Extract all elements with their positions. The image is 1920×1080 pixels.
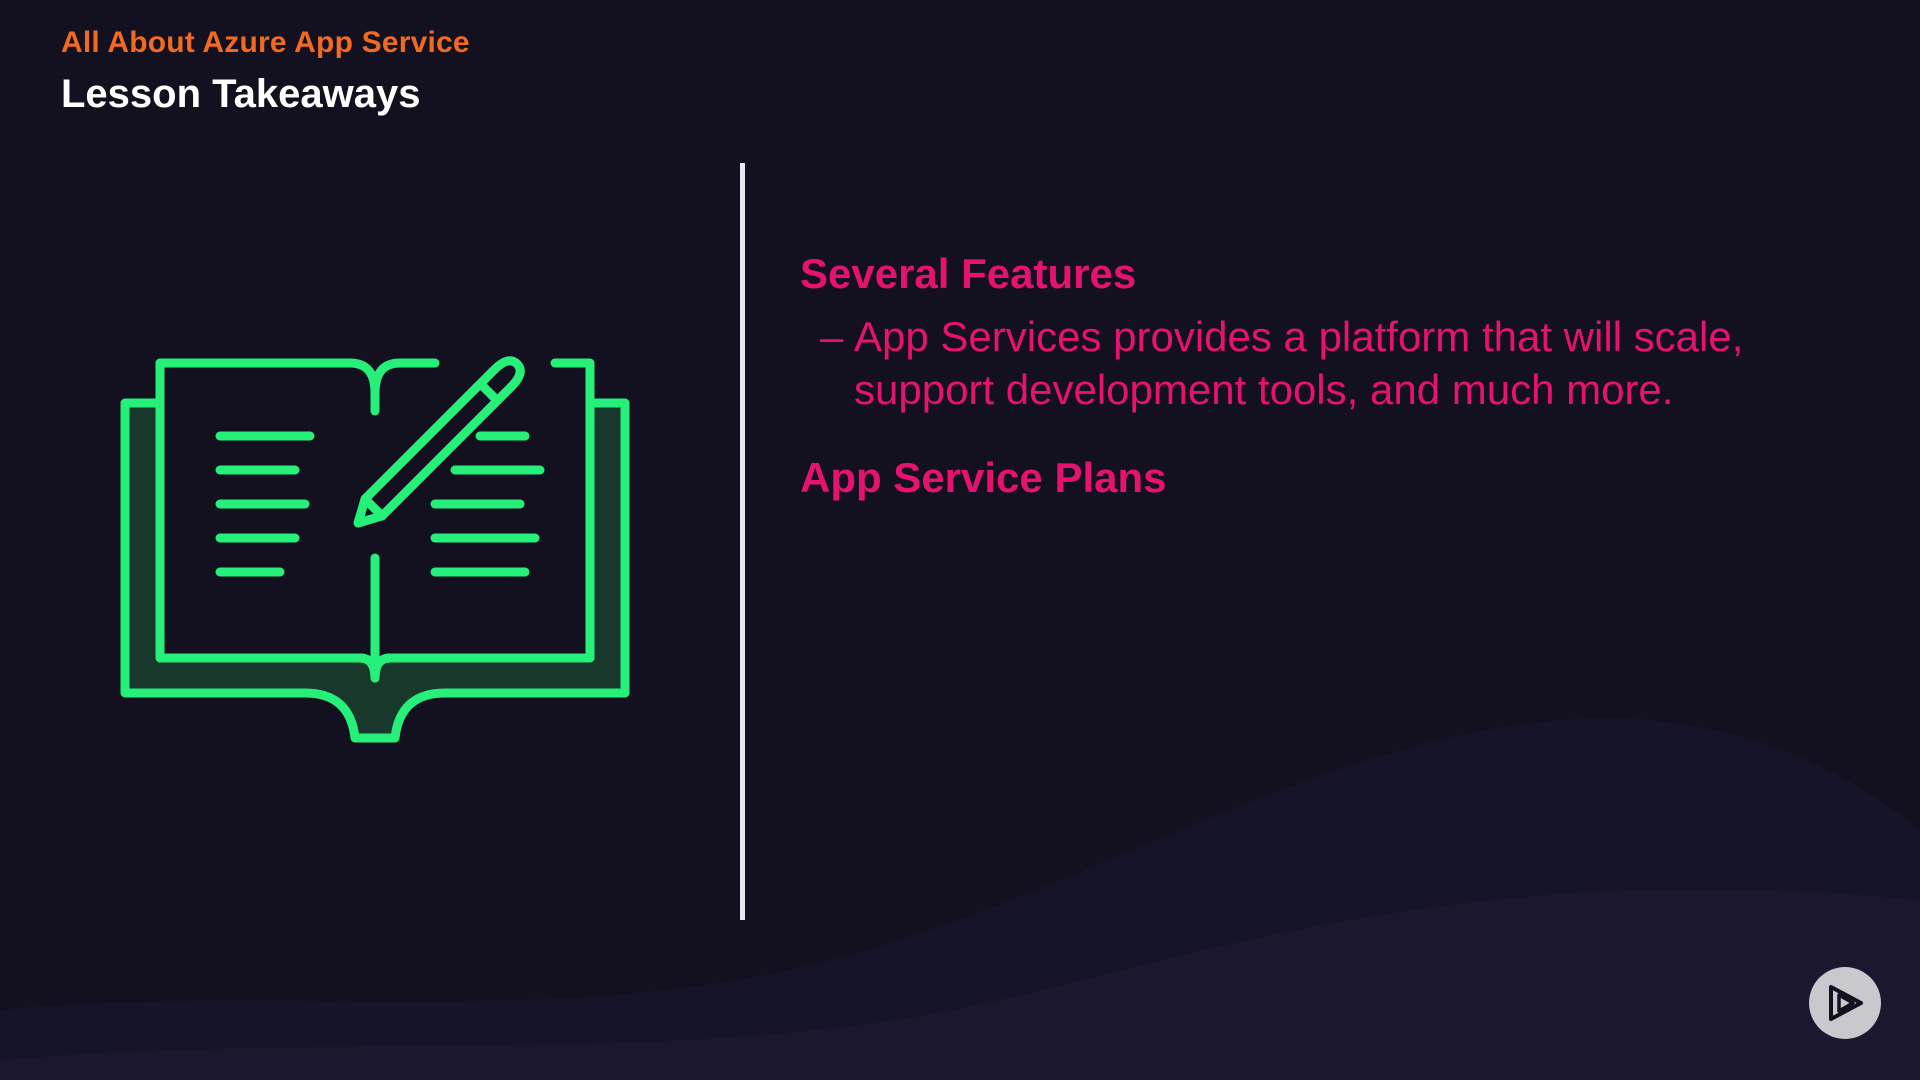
player-logo-button[interactable] <box>1809 967 1881 1039</box>
vertical-divider <box>740 163 745 920</box>
book-left-page-frame <box>155 358 380 683</box>
open-book-with-pencil-icon <box>120 356 630 743</box>
takeaways-content: Several Features – App Services provides… <box>800 246 1860 506</box>
bullet-dash: – <box>820 313 844 360</box>
pencil <box>353 356 525 528</box>
play-logo-icon <box>1829 985 1863 1021</box>
bullet-text: App Services provides a platform that wi… <box>854 313 1744 413</box>
lesson-title: Lesson Takeaways <box>61 72 421 116</box>
section-heading-plans: App Service Plans <box>800 454 1167 501</box>
course-title: All About Azure App Service <box>61 26 470 59</box>
slide-header: All About Azure App Service Lesson Takea… <box>61 22 470 118</box>
bullet-item: – App Services provides a platform that … <box>820 310 1860 416</box>
book-left-page <box>155 358 440 398</box>
section-heading-features: Several Features <box>800 250 1137 297</box>
